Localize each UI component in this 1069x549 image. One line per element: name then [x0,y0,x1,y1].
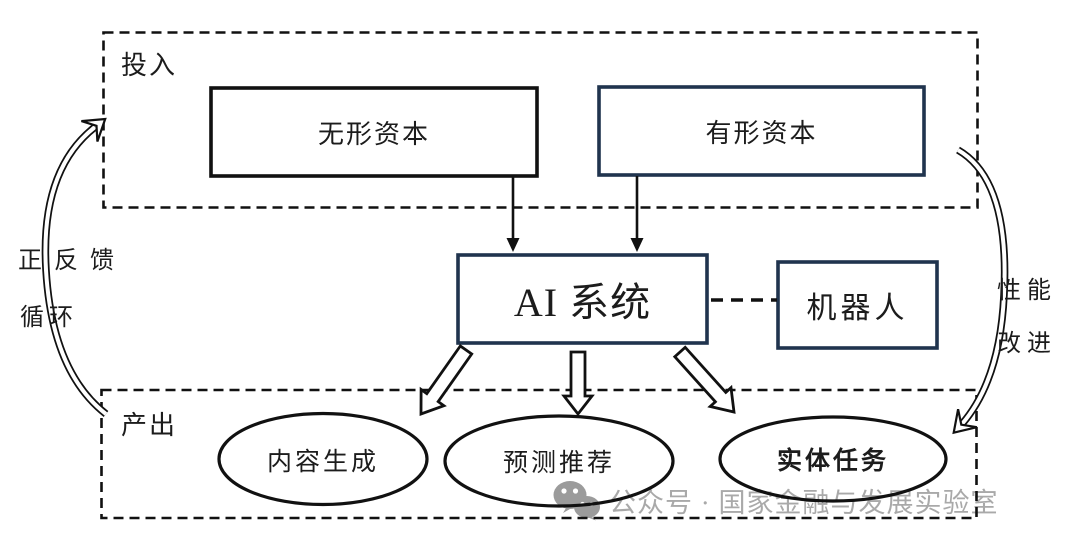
output-region-label: 产出 [121,410,178,440]
content-generation-label: 内容生成 [266,448,379,476]
intangible-capital-label: 无形资本 [317,119,430,149]
input-region-label: 投入 [121,50,178,80]
positive-feedback-label-line2: 循环 [20,304,78,331]
robot-label: 机器人 [806,292,909,325]
tangible-capital-label: 有形资本 [705,118,818,148]
prediction-recommendation-label: 预测推荐 [502,450,615,477]
positive-feedback-label-line1: 正反馈 [18,247,126,274]
performance-label-line1: 性能 [997,277,1057,304]
performance-label-line2: 改进 [997,330,1057,357]
physical-task-label: 实体任务 [776,448,889,475]
ai-system-label: AI 系统 [513,280,652,325]
